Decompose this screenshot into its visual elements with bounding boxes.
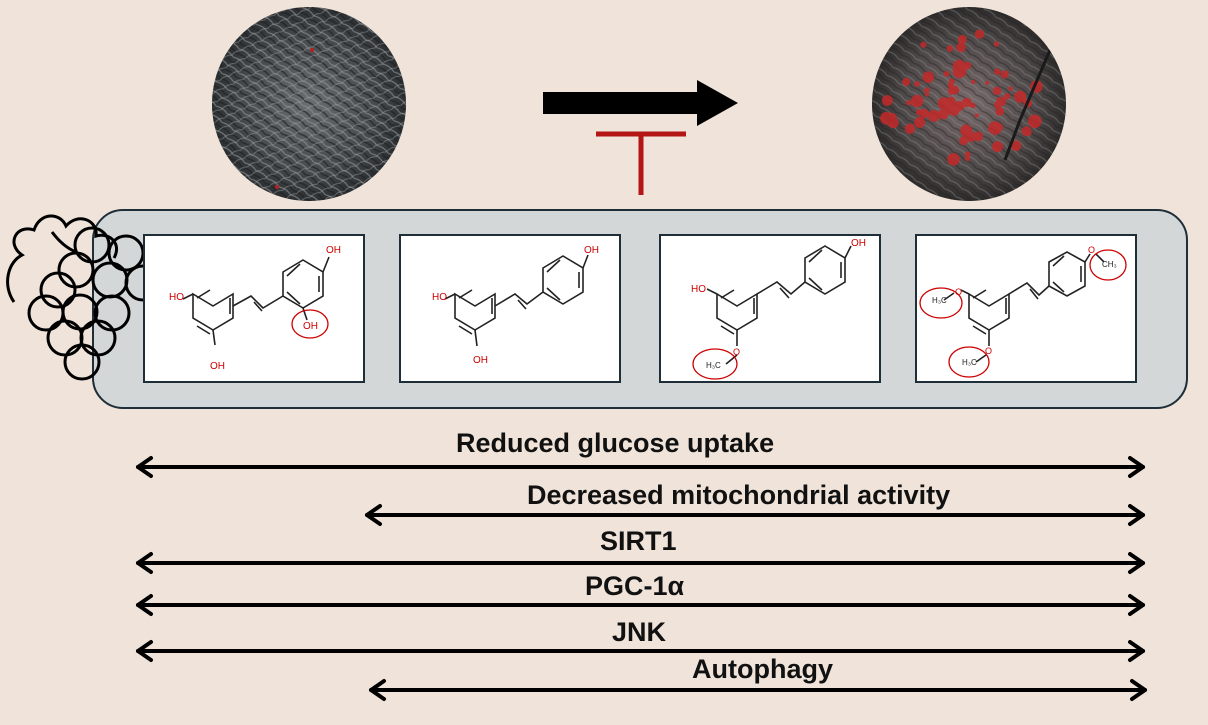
oxygen-atom: O: [1088, 245, 1095, 255]
effect-arrow-autophagy: [369, 679, 1147, 701]
substituent-label: HO: [169, 292, 184, 303]
lipid-droplet: [1028, 114, 1042, 129]
lipid-droplet: [906, 100, 912, 106]
substituent-label: OH: [851, 238, 866, 249]
effect-label-jnk: JNK: [612, 617, 667, 647]
lipid-droplet: [1000, 70, 1009, 79]
modification-circle: [291, 309, 329, 339]
lipid-droplet: [952, 59, 967, 74]
lipid-droplet: [964, 151, 971, 158]
lipid-droplet: [985, 80, 990, 85]
lipid-droplet: [994, 123, 1004, 132]
block-arrow-right-icon: [543, 80, 738, 126]
lipid-droplet: [902, 77, 911, 86]
lipid-droplet: [971, 79, 976, 85]
lipid-droplet: [946, 45, 954, 52]
substituent-label: OH: [473, 355, 488, 366]
modification-circle: [1089, 249, 1127, 281]
lipid-droplet: [924, 87, 930, 94]
compound-box-4: O CH₃ O H₃C O H₃C: [915, 234, 1137, 383]
lipid-droplet: [881, 95, 893, 106]
lipid-droplet: [992, 141, 1003, 153]
lipid-droplet: [1004, 93, 1011, 100]
substituent-label: OH: [303, 321, 318, 332]
substituent-label: CH₃: [1102, 260, 1117, 269]
lipid-droplet: [920, 41, 927, 48]
lipid-droplet: [914, 116, 926, 128]
modification-circle: [692, 348, 738, 380]
substituent-label: OH: [326, 245, 341, 256]
lipid-droplet: [914, 81, 920, 87]
lipid-droplet: [994, 68, 1001, 75]
inhibition-bar-icon: [596, 131, 686, 195]
lipid-droplet: [947, 86, 956, 95]
lipid-droplet: [960, 124, 973, 137]
lipid-droplet: [996, 96, 1006, 107]
oxygen-atom: O: [955, 287, 962, 297]
lipid-droplet: [1010, 140, 1022, 152]
lipid-droplet: [1018, 94, 1025, 100]
substituent-label: OH: [210, 361, 225, 372]
effect-arrow-decreased-mitochondrial-activity: [365, 504, 1145, 526]
lipid-droplet: [993, 41, 1000, 47]
lipid-droplet: [974, 29, 985, 39]
effect-arrow-pgc1a: [136, 594, 1145, 616]
effect-label-pgc1a: PGC-1α: [585, 571, 685, 601]
effect-label-reduced-glucose-uptake: Reduced glucose uptake: [456, 428, 775, 458]
lipid-droplet: [922, 71, 935, 83]
micrograph-undifferentiated-cells: [212, 7, 406, 201]
oxygen-atom: O: [733, 347, 740, 357]
effect-label-sirt1: SIRT1: [600, 526, 677, 556]
substituent-label: H₃C: [932, 296, 947, 305]
compound-box-2: OH HO OH: [399, 234, 621, 383]
lipid-droplet: [992, 86, 1002, 96]
lipid-droplet: [943, 71, 950, 77]
lipid-droplet: [964, 155, 971, 161]
lipid-droplet: [919, 108, 930, 119]
modification-circle: [919, 287, 963, 319]
modification-circle: [948, 346, 990, 378]
effect-label-decreased-mitochondrial-activity: Decreased mitochondrial activity: [527, 480, 951, 510]
substituent-label: OH: [584, 245, 599, 256]
lipid-droplet: [942, 97, 957, 112]
compound-box-1: OH HO OH OH: [143, 234, 365, 383]
effect-arrow-jnk: [136, 640, 1145, 662]
lipid-droplet: [957, 34, 967, 44]
lipid-droplet: [956, 42, 966, 53]
substituent-label: HO: [691, 284, 706, 295]
compound-box-3: OH HO O H₃C: [659, 234, 881, 383]
substituent-label: H₃C: [962, 358, 977, 367]
oxygen-atom: O: [985, 346, 992, 356]
micrograph-lipid-stained-cells: [872, 7, 1066, 201]
lipid-droplet: [938, 108, 949, 120]
lipid-droplet: [904, 123, 916, 134]
lipid-droplet: [1025, 129, 1032, 136]
lipid-droplet: [969, 102, 976, 109]
substituent-label: HO: [432, 292, 447, 303]
lipid-droplet: [948, 78, 955, 85]
substituent-label: H₃C: [706, 361, 721, 370]
lipid-droplet: [1008, 86, 1013, 91]
effect-label-autophagy: Autophagy: [692, 654, 833, 684]
lipid-droplet: [928, 110, 940, 122]
lipid-droplet: [974, 113, 979, 118]
lipid-droplet: [910, 94, 924, 108]
compound-panel: [92, 209, 1188, 409]
lipid-droplet: [887, 117, 899, 129]
effect-arrow-reduced-glucose-uptake: [136, 456, 1145, 478]
effect-arrow-sirt1: [136, 552, 1145, 574]
lipid-droplet: [924, 92, 930, 97]
lipid-droplet: [947, 153, 960, 166]
lipid-droplet: [995, 107, 1004, 116]
lipid-droplet: [954, 100, 965, 111]
